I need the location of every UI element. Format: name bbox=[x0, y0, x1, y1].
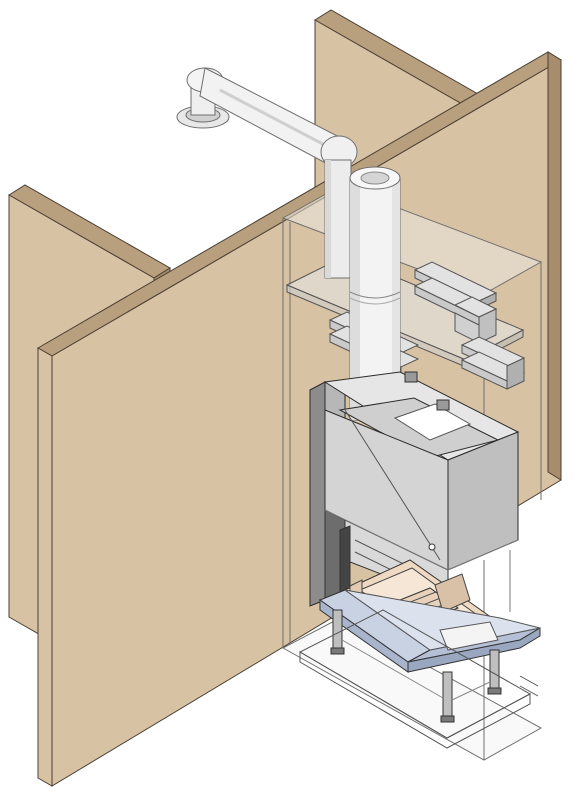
fireplace-insert-body bbox=[309, 371, 520, 607]
support-legs bbox=[330, 609, 502, 723]
floor-footprint bbox=[298, 609, 539, 749]
